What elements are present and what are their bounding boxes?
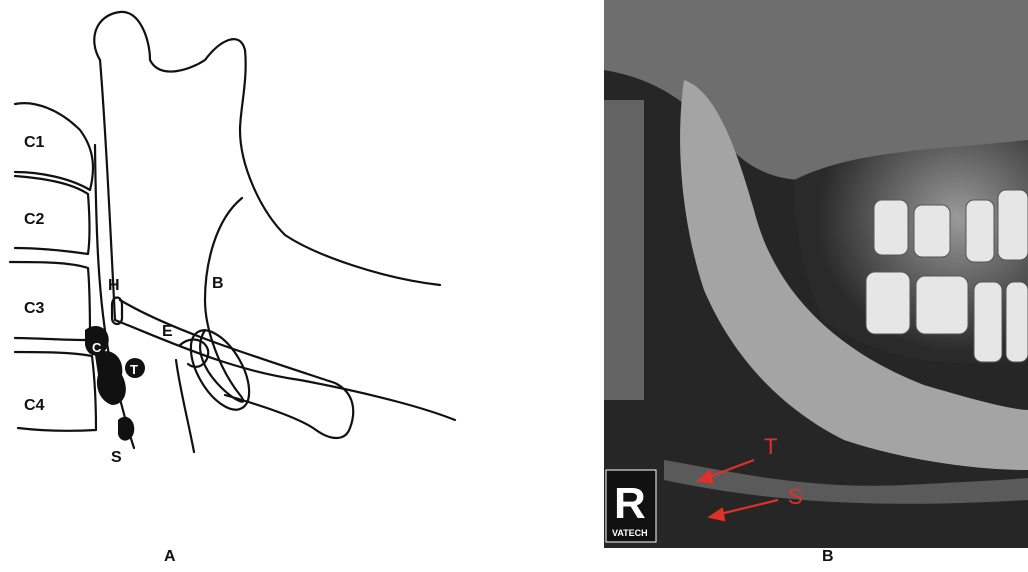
badge-letter: R <box>614 479 646 528</box>
line-b <box>200 198 243 402</box>
xray-spine <box>604 100 644 400</box>
upper-tooth <box>874 200 908 255</box>
lower-tooth <box>974 282 1002 362</box>
label-e: E <box>162 323 173 340</box>
mandible-outline <box>94 12 440 285</box>
mandible-lower-border <box>120 300 353 438</box>
label-c3: C3 <box>24 300 45 317</box>
upper-tooth <box>966 200 994 262</box>
panel-b-caption: B <box>822 548 834 566</box>
lower-tooth <box>916 276 968 334</box>
lower-tooth <box>1006 282 1028 362</box>
label-c: C <box>92 340 102 355</box>
panel-a-caption: A <box>164 548 176 566</box>
label-t: T <box>130 362 138 377</box>
label-c2: C2 <box>24 211 45 228</box>
structure-middle-blob <box>95 351 126 405</box>
upper-tooth <box>998 190 1028 260</box>
badge-brand: VATECH <box>612 528 648 538</box>
arrow-label-t: T <box>764 434 777 459</box>
vertebra-c3 <box>10 262 90 340</box>
arrow-label-s: S <box>788 484 803 509</box>
airway-line-mid <box>176 360 194 452</box>
xray-panel-b: T S R VATECH <box>604 0 1028 548</box>
label-s: S <box>111 449 122 466</box>
label-c4: C4 <box>24 397 45 414</box>
diagram-panel-a: C1 C2 C3 C4 H B E C T S <box>0 0 470 470</box>
label-h: H <box>108 277 120 294</box>
vertebra-c4 <box>15 352 96 431</box>
label-b: B <box>212 275 224 292</box>
structure-s-blob <box>118 417 134 441</box>
lower-tooth <box>866 272 910 334</box>
label-c1: C1 <box>24 134 45 151</box>
upper-tooth <box>914 205 950 257</box>
